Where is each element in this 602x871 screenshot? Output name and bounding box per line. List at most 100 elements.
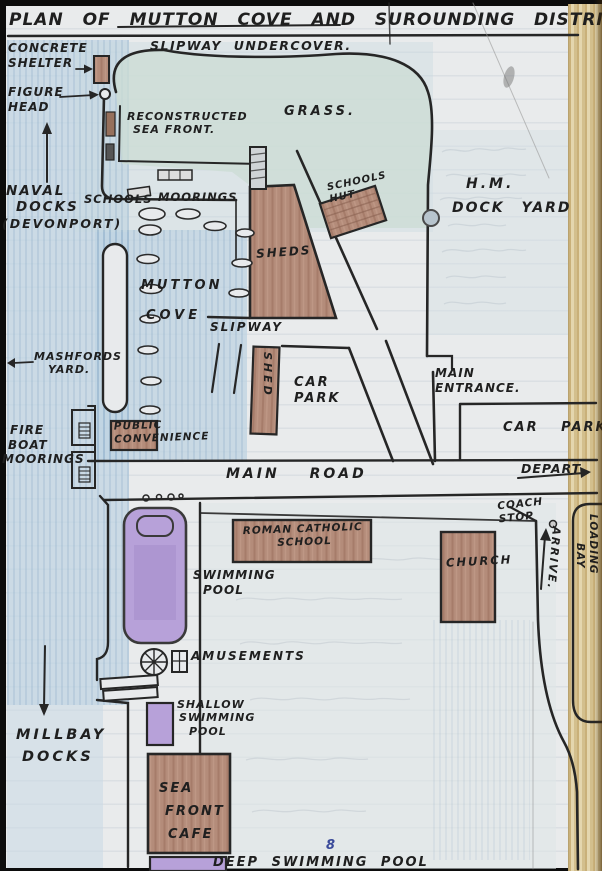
shed-label: SHED [261, 352, 274, 398]
label-line: NAVAL [6, 183, 66, 199]
diagonal-road [295, 149, 379, 331]
slipway-ramp [210, 342, 243, 395]
deep-pool-shape [148, 855, 228, 871]
naval-docks-label: NAVAL DOCKS (DEVONPORT) [2, 183, 122, 231]
slipway-label: SLIPWAY [210, 320, 283, 334]
label-line: PARK [294, 390, 341, 406]
amusements-hut-icon [171, 650, 188, 673]
moored-boats [136, 207, 255, 415]
label-line: FIGURE [8, 85, 64, 99]
fire-boat-moorings-label: FIRE BOAT MOORINGS [2, 423, 85, 467]
church-building [439, 530, 497, 624]
bay-label: BAY [574, 543, 586, 569]
schools-hut-building [318, 184, 388, 240]
fire-boat-dock [71, 409, 96, 489]
slipway-undercover-label: SLIPWAY UNDERCOVER. [150, 38, 352, 53]
label-line: BOAT [8, 437, 48, 452]
car-park-west-label: CAR PARK [294, 375, 340, 407]
depart-arrow [517, 472, 585, 479]
label-line: MOORINGS [2, 452, 85, 467]
label-line: POOL [189, 724, 227, 738]
pool-enclosure-wall [95, 494, 110, 682]
label-line: CAR [294, 375, 330, 390]
label-line: SEA [159, 781, 194, 796]
amusements-label: AMUSEMENTS [191, 649, 306, 663]
label-line: ENTRANCE. [435, 380, 521, 395]
mutton-cove-pier [101, 242, 129, 414]
arrive-arrow [540, 535, 546, 590]
shallow-pool-shape [145, 701, 175, 747]
label-line: DOCKS [16, 199, 79, 216]
millbay-arrow [43, 645, 46, 709]
figure-head-label: FIGURE HEAD [8, 85, 64, 114]
water-shading [7, 40, 568, 869]
sheds-building [248, 183, 338, 320]
reconstructed-sea-front-label: RECONSTRUCTED SEA FRONT. [127, 110, 248, 137]
label-line: FRONT [165, 803, 225, 819]
main-entrance-label: MAIN ENTRANCE. [435, 366, 521, 395]
label-line: MILLBAY [16, 727, 107, 743]
pontoon [157, 169, 193, 181]
jetty [99, 674, 159, 702]
slipway-quay [206, 315, 252, 320]
grass-area [113, 50, 433, 229]
pencil-smudge [503, 66, 515, 88]
cove-label: COVE [146, 308, 202, 323]
roman-catholic-school-building [231, 518, 373, 564]
label-line: RECONSTRUCTED [127, 110, 248, 123]
label-line: SWIMMING [179, 711, 256, 725]
car-park-east-label: CAR PARK [503, 420, 602, 435]
label-line: SHELTER [8, 55, 74, 70]
mashfords-yard-label: MASHFORDS YARD. [34, 350, 122, 377]
sea-front-cafe-building [146, 752, 232, 855]
map-title: PLAN OF MUTTON COVE AND SUROUNDING DISTR… [9, 10, 602, 30]
title-strike-line [117, 24, 341, 28]
main-road-south-edge [102, 491, 599, 502]
label-line: CAFE [168, 826, 214, 842]
label-line: CONCRETE [8, 41, 88, 55]
label-line: MAIN [435, 366, 475, 380]
arrows [7, 64, 591, 716]
label-line: HEAD [8, 99, 50, 114]
page-crease [472, 2, 550, 179]
main-entrance-notch [425, 354, 454, 371]
hm-label: H.M. [466, 176, 515, 192]
dockyard-marker [422, 209, 440, 227]
deep-swimming-pool-label: DEEP SWIMMING POOL [213, 855, 429, 870]
grass-label: GRASS. [284, 104, 356, 119]
coach-road [534, 519, 580, 871]
loading-bay-outline [571, 502, 602, 724]
public-convenience-building [109, 419, 159, 452]
moorings-label: MOORINGS [158, 190, 238, 204]
school-boundary [199, 512, 536, 522]
label-line: MASHFORDS [34, 350, 122, 363]
label-line: FIRE [10, 423, 45, 437]
mutton-label: MUTTON [141, 278, 223, 293]
shed-building [249, 345, 281, 436]
label-line: (DEVONPORT) [2, 215, 123, 231]
schools-label: SCHOOLS [84, 192, 153, 206]
east-car-park-outline [458, 401, 598, 462]
figure-head-marker [99, 88, 111, 100]
ink-lines [6, 2, 602, 871]
main-road-north-edge [86, 458, 599, 463]
label-line: SWIMMING [193, 568, 276, 582]
sheds-pier [249, 146, 267, 190]
depart-label: DEPART [521, 461, 582, 476]
grass-outline-and-dockyard-wall [112, 48, 434, 358]
concrete-shelter-building [93, 55, 110, 84]
sea-front-cafe-label: SEA FRONT CAFE [159, 778, 225, 846]
label-line: DOCKS [22, 749, 94, 766]
title-underline [6, 33, 580, 38]
millbay-docks-label: MILLBAY DOCKS [16, 724, 106, 769]
amusements-wheel-icon [140, 648, 168, 676]
label-line: POOL [203, 582, 244, 597]
shallow-swimming-pool-label: SHALLOW SWIMMING POOL [177, 698, 255, 738]
label-line: SHALLOW [177, 698, 245, 711]
mashfords-arrow [12, 361, 34, 364]
label-line: SEA FRONT. [133, 123, 216, 137]
page-number: 8 [326, 838, 337, 853]
sea-front-quay [100, 94, 238, 202]
